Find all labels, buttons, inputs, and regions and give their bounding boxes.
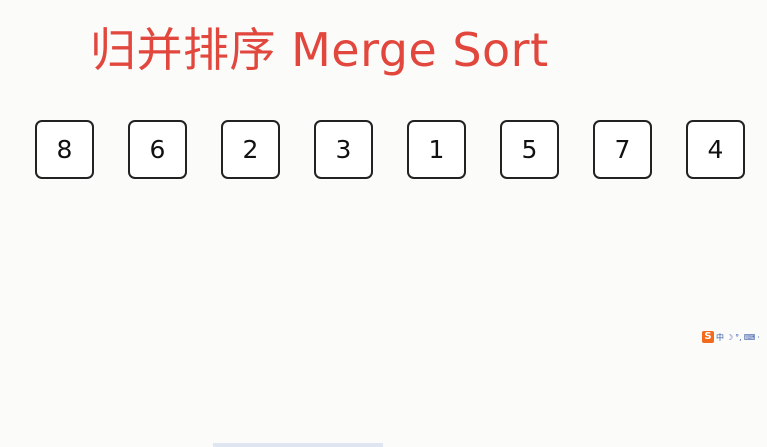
ime-toolbar[interactable]: S 中 ☽ °, ⌨ · <box>702 330 767 344</box>
array-cell: 7 <box>593 120 652 179</box>
sogou-logo-icon[interactable]: S <box>702 331 714 343</box>
moon-icon[interactable]: ☽ <box>726 332 734 342</box>
horizontal-scrollbar[interactable] <box>213 443 383 447</box>
keyboard-icon[interactable]: ⌨ <box>743 332 756 342</box>
array-cell: 6 <box>128 120 187 179</box>
array-cell: 5 <box>500 120 559 179</box>
array-cell: 3 <box>314 120 373 179</box>
array-cell: 2 <box>221 120 280 179</box>
punctuation-icon[interactable]: °, <box>735 332 742 342</box>
array-cell: 1 <box>407 120 466 179</box>
more-icon[interactable]: · <box>757 332 760 342</box>
array-cell: 8 <box>35 120 94 179</box>
chinese-mode-icon[interactable]: 中 <box>716 332 724 342</box>
page-title: 归并排序 Merge Sort <box>90 23 549 77</box>
array-cell: 4 <box>686 120 745 179</box>
